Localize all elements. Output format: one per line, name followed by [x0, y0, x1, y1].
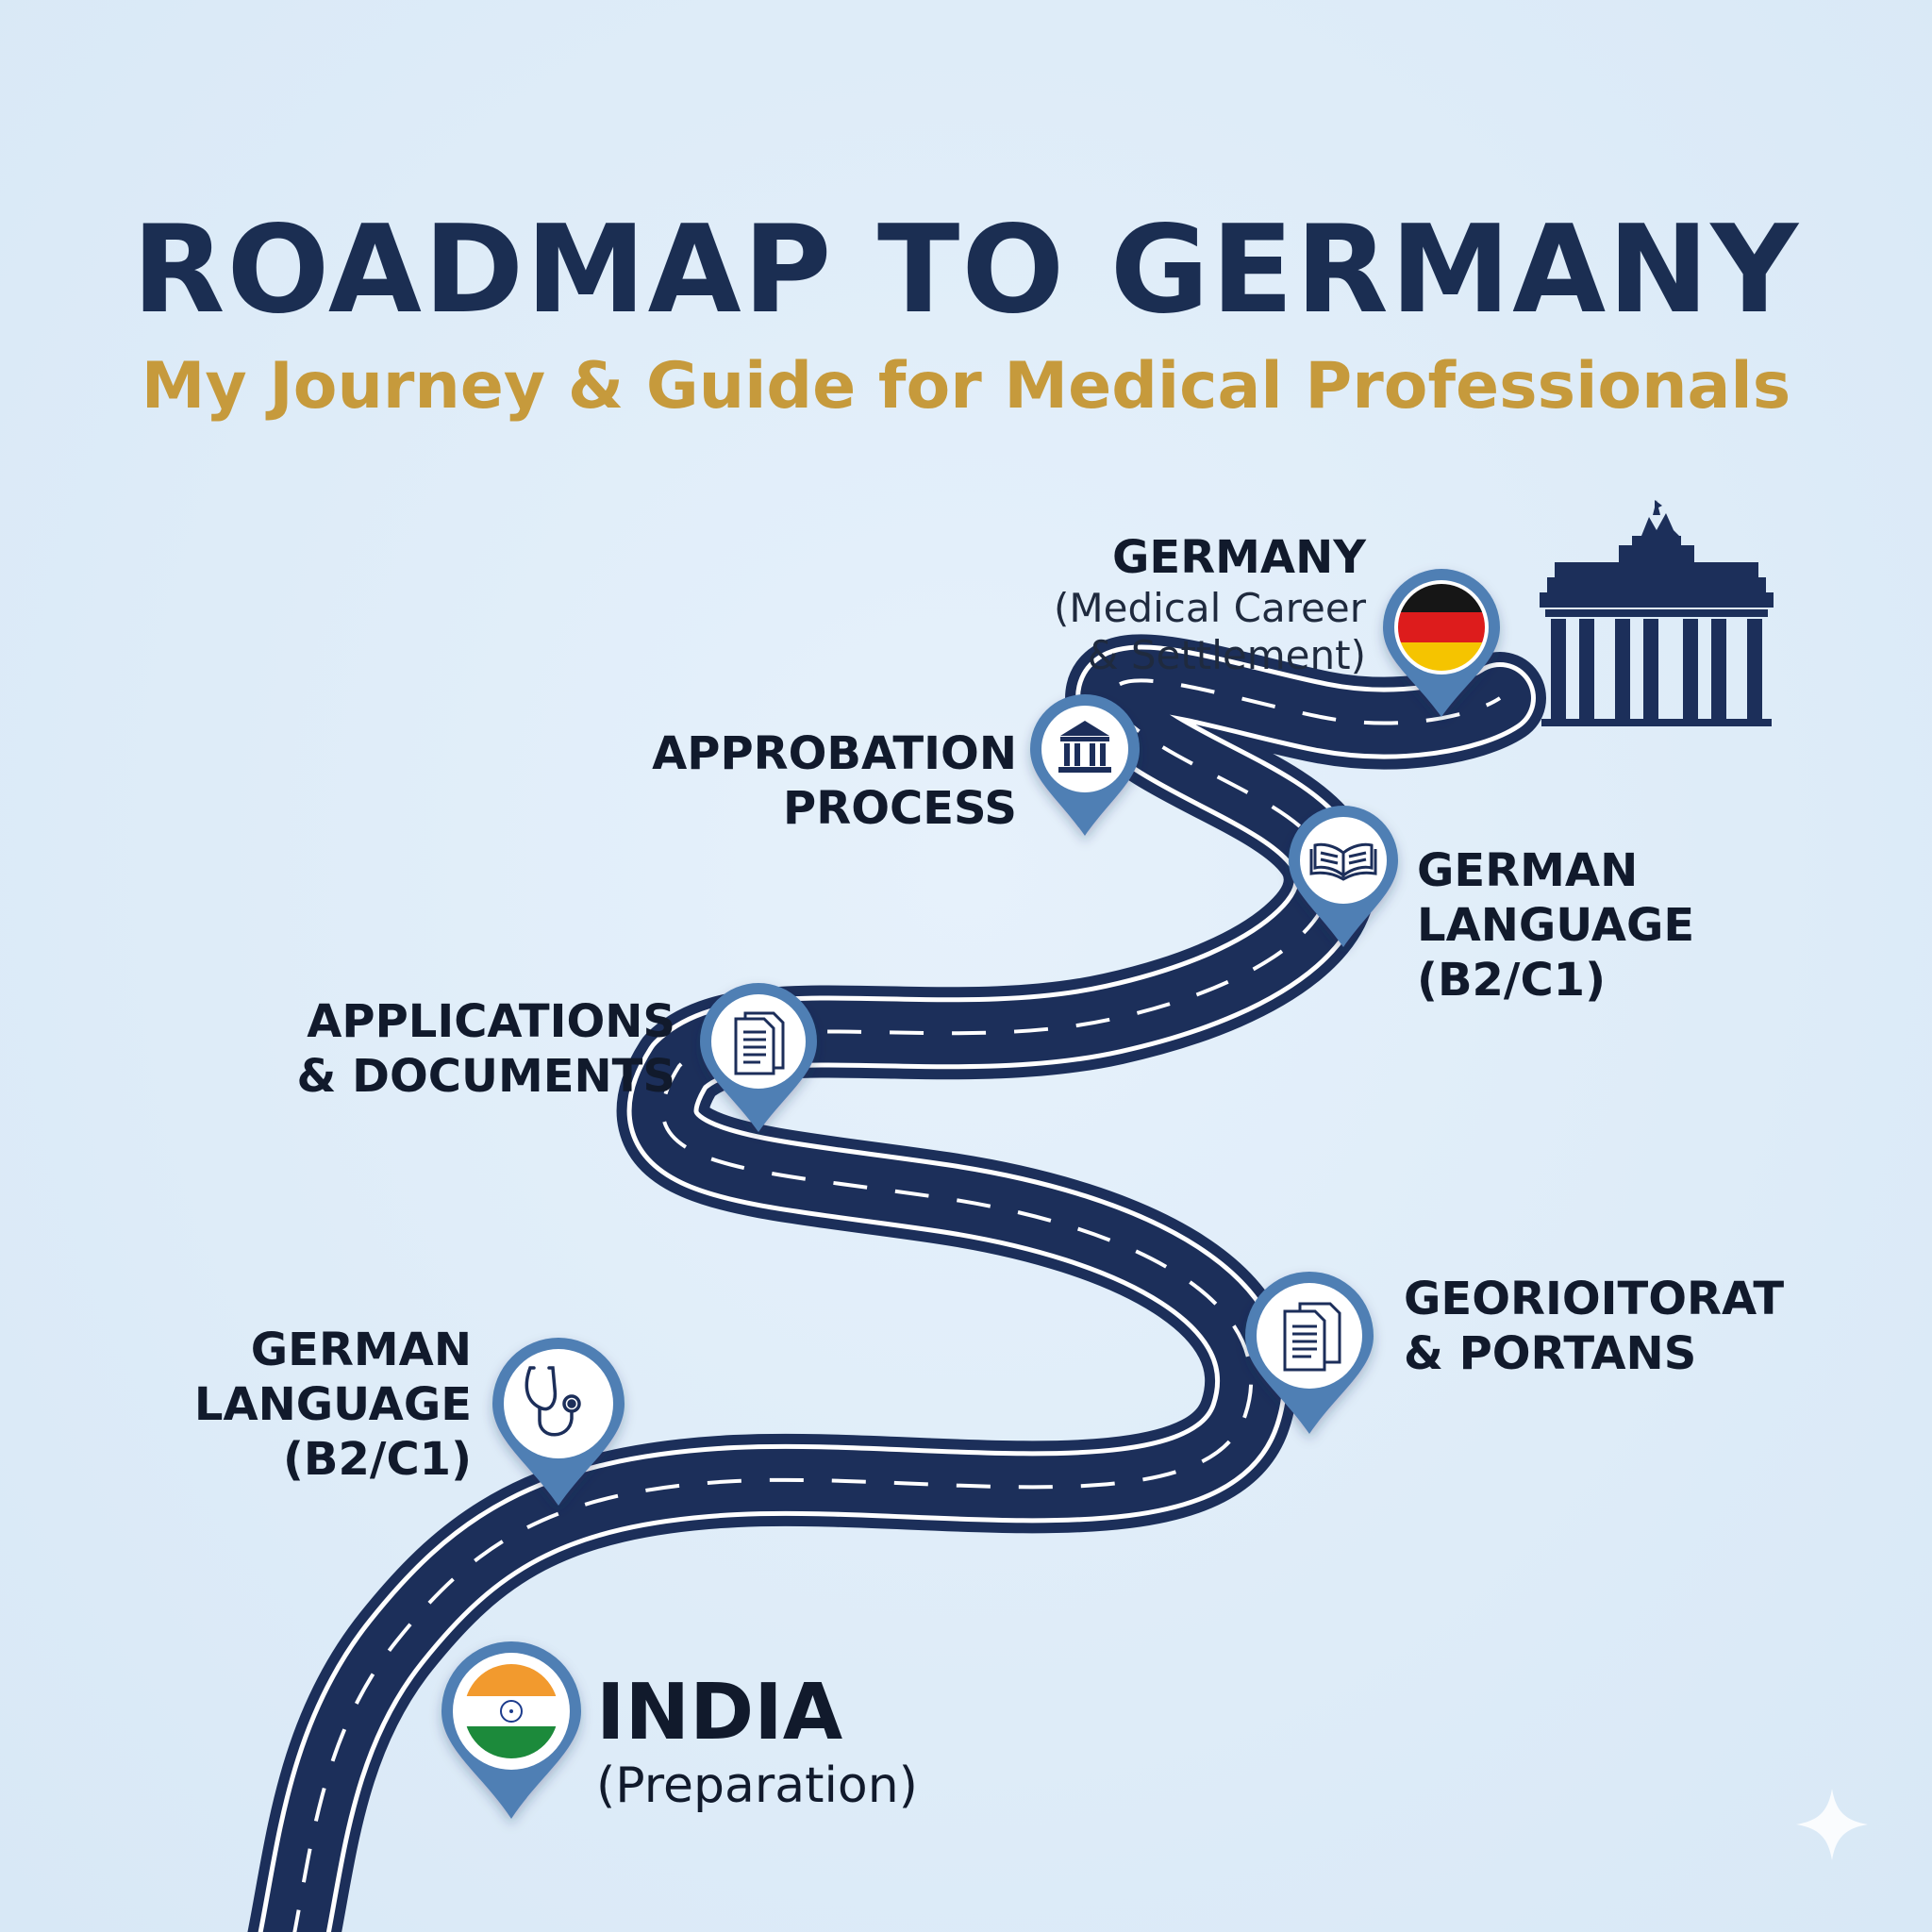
label-approbation: APPROBATION PROCESS — [652, 726, 1017, 836]
label-language-1-line-2: LANGUAGE — [193, 1378, 472, 1431]
pin-india[interactable] — [441, 1641, 581, 1819]
open-book-icon — [1309, 842, 1377, 881]
label-germany-sub-1: (Medical Career — [1054, 585, 1366, 631]
label-india-sub: (Preparation) — [596, 1757, 918, 1814]
sparkle-icon — [1796, 1789, 1868, 1860]
label-approbation-line-2: PROCESS — [783, 782, 1017, 835]
label-germany: GERMANY (Medical Career & Settlement) — [1054, 530, 1366, 679]
label-georioitorat-line-1: GEORIOITORAT — [1404, 1273, 1785, 1325]
label-georioitorat: GEORIOITORAT & PORTANS — [1404, 1272, 1784, 1381]
label-georioitorat-line-2: & PORTANS — [1404, 1327, 1697, 1380]
label-language-2: GERMAN LANGUAGE (B2/C1) — [1417, 843, 1694, 1008]
label-language-2-line-3: (B2/C1) — [1417, 954, 1607, 1007]
label-applications-line-2: & DOCUMENTS — [296, 1050, 675, 1103]
label-language-2-line-1: GERMAN — [1417, 844, 1639, 897]
pin-georioitorat[interactable] — [1245, 1272, 1374, 1434]
pin-approbation[interactable] — [1030, 694, 1140, 836]
page-title: ROADMAP TO GERMANY — [131, 200, 1801, 341]
label-germany-sub-2: & Settlement) — [1087, 632, 1366, 678]
label-applications-line-1: APPLICATIONS — [307, 995, 675, 1048]
road-center-dashes — [292, 678, 1502, 1932]
label-germany-title: GERMANY — [1112, 531, 1366, 584]
page-subtitle: My Journey & Guide for Medical Professio… — [141, 349, 1791, 424]
pin-language-1[interactable] — [492, 1338, 625, 1506]
label-india: INDIA (Preparation) — [596, 1670, 918, 1815]
pin-applications[interactable] — [700, 983, 817, 1132]
label-language-1-line-3: (B2/C1) — [282, 1433, 472, 1486]
pin-language-2[interactable] — [1289, 806, 1398, 947]
pin-germany[interactable] — [1383, 569, 1500, 717]
stethoscope-icon — [525, 1366, 581, 1437]
label-india-title: INDIA — [596, 1668, 843, 1757]
label-approbation-line-1: APPROBATION — [652, 727, 1017, 780]
india-flag-icon — [464, 1664, 558, 1758]
government-building-icon — [1058, 721, 1111, 773]
brandenburg-gate-icon — [1540, 500, 1774, 726]
documents-icon — [1283, 1302, 1341, 1372]
label-language-2-line-2: LANGUAGE — [1417, 899, 1695, 952]
label-language-1: GERMAN LANGUAGE (B2/C1) — [194, 1323, 472, 1487]
label-language-1-line-1: GERMAN — [250, 1324, 472, 1376]
document-icon — [734, 1011, 785, 1075]
label-applications: APPLICATIONS & DOCUMENTS — [297, 994, 675, 1104]
